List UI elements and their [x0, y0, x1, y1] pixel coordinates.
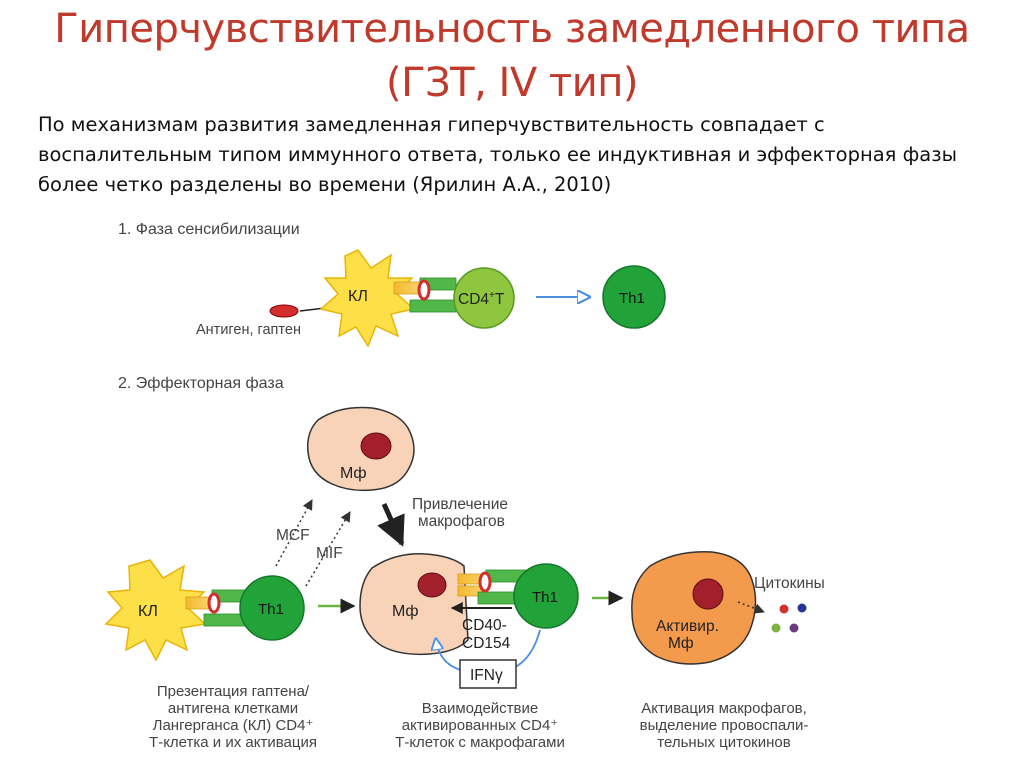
- caption-left: Презентация гаптена/ антигена клетками Л…: [149, 683, 317, 751]
- cytokine-dot-purple: [789, 623, 799, 633]
- phase1-kl-label: КЛ: [348, 288, 368, 305]
- langerhans-cell-star-phase2: [104, 559, 207, 662]
- th1-cell-mid: [513, 563, 579, 629]
- phase1-receptor-green-bottom: [409, 299, 457, 313]
- mcf-label: MCF: [276, 527, 310, 544]
- mf-active-line2: Мф: [668, 635, 694, 652]
- ifn-box: [459, 659, 517, 689]
- intro-line3: более четко разделены во времени (Ярилин…: [38, 173, 612, 196]
- slide-title-line2: (ГЗТ, IV тип): [386, 60, 638, 106]
- recruit-line2: макрофагов: [418, 513, 505, 530]
- mf-active-line1: Активир.: [656, 618, 719, 635]
- cytokine-dot-red: [779, 604, 789, 614]
- macrophage-mid-nucleus: [417, 572, 447, 598]
- cd4-t-label: CD4+T: [458, 290, 505, 308]
- caption-right-line: выделение провоспали-: [640, 717, 809, 734]
- mf-mid-label: Мф: [392, 603, 419, 620]
- recruit-arrow: [377, 502, 405, 547]
- ifn-label: IFNγ: [470, 667, 503, 684]
- mf-top-label: Мф: [340, 465, 367, 482]
- phase2-kl-label: КЛ: [138, 603, 158, 620]
- macrophage-activated-nucleus: [692, 578, 724, 610]
- caption-mid-line: Т-клеток с макрофагами: [395, 734, 565, 751]
- cytokines-label: Цитокины: [754, 575, 825, 592]
- cytokine-dot-green: [771, 623, 781, 633]
- phase2-receptor-yellow-left: [185, 596, 211, 610]
- cd40-line2: CD154: [462, 635, 511, 652]
- th1-left-label: Th1: [258, 601, 284, 618]
- slide-title-line1: Гиперчувствительность замедленного типа: [54, 6, 970, 52]
- langerhans-cell-star: [319, 249, 416, 348]
- phase1-receptor-yellow: [393, 281, 421, 295]
- caption-left-line: Т-клетка и их активация: [149, 734, 317, 751]
- cytokine-dot-navy: [797, 603, 807, 613]
- mif-label: MIF: [316, 545, 343, 562]
- intro-paragraph: По механизмам развития замедленная гипер…: [38, 110, 998, 200]
- caption-right-line: тельных цитокинов: [657, 734, 790, 751]
- caption-mid-line: Взаимодействие: [422, 700, 538, 717]
- cd40-line1: CD40-: [462, 617, 507, 634]
- recruit-line1: Привлечение: [412, 496, 508, 513]
- caption-mid-line: активированных CD4⁺: [402, 717, 558, 734]
- phase1-antigen-bound: [417, 279, 431, 301]
- intro-line2: воспалительным типом иммунного ответа, т…: [38, 143, 957, 166]
- mif-arrow: [305, 511, 351, 587]
- th1-cell-left: [239, 575, 305, 641]
- phase1-heading: 1. Фаза сенсибилизации: [118, 221, 300, 238]
- caption-left-line: Лангерганса (КЛ) CD4⁺: [153, 717, 314, 734]
- caption-mid: Взаимодействие активированных CD4⁺ Т-кле…: [395, 700, 565, 751]
- cd4-t-cell: [453, 267, 515, 329]
- antigen-icon: [269, 304, 299, 318]
- phase2-heading: 2. Эффекторная фаза: [118, 375, 284, 392]
- intro-line1: По механизмам развития замедленная гипер…: [38, 113, 825, 136]
- phase1-th1-label: Th1: [619, 290, 645, 307]
- caption-right: Активация макрофагов, выделение провоспа…: [640, 700, 809, 751]
- phase2-antigen-mid: [478, 571, 492, 593]
- th1-mid-label: Th1: [532, 589, 558, 606]
- antigen-label: Антиген, гаптен: [196, 322, 301, 338]
- macrophage-top-nucleus: [360, 432, 392, 460]
- caption-left-line: антигена клетками: [168, 700, 298, 717]
- caption-right-line: Активация макрофагов,: [641, 700, 807, 717]
- caption-left-line: Презентация гаптена/: [157, 683, 310, 700]
- macrophage-activated: [631, 551, 757, 665]
- phase2-antigen-left: [207, 592, 221, 614]
- th1-cell-phase1: [602, 265, 666, 329]
